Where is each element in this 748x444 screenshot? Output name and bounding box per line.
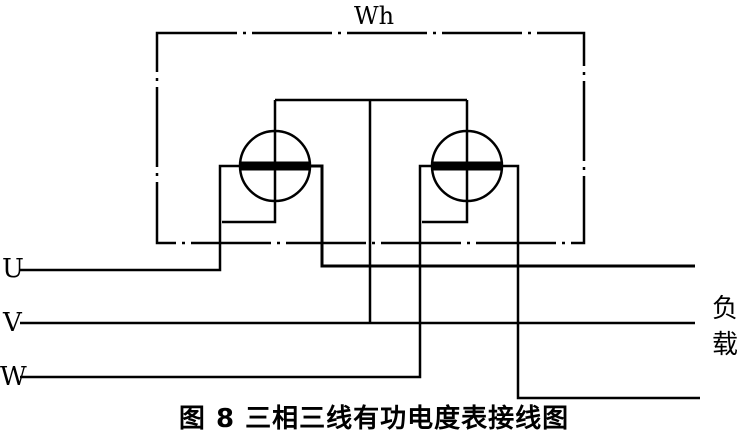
- figure-caption: 图 8 三相三线有功电度表接线图: [178, 404, 570, 434]
- w-line-out: [502, 164, 700, 400]
- meter-enclosure: [155, 31, 586, 245]
- right-voltage-coil: [422, 100, 469, 224]
- load-label-1: 负: [712, 294, 739, 324]
- w-line-in: [20, 164, 432, 379]
- phase-w-label: W: [0, 362, 27, 392]
- load-label-2: 载: [712, 330, 739, 360]
- left-element: [20, 100, 695, 272]
- phase-u-label: U: [2, 254, 24, 284]
- u-line-out: [310, 164, 695, 268]
- right-element: [20, 100, 700, 400]
- u-line-in: [20, 164, 241, 272]
- meter-label: Wh: [354, 2, 395, 30]
- phase-v-label: V: [3, 308, 22, 338]
- left-voltage-coil: [222, 100, 277, 224]
